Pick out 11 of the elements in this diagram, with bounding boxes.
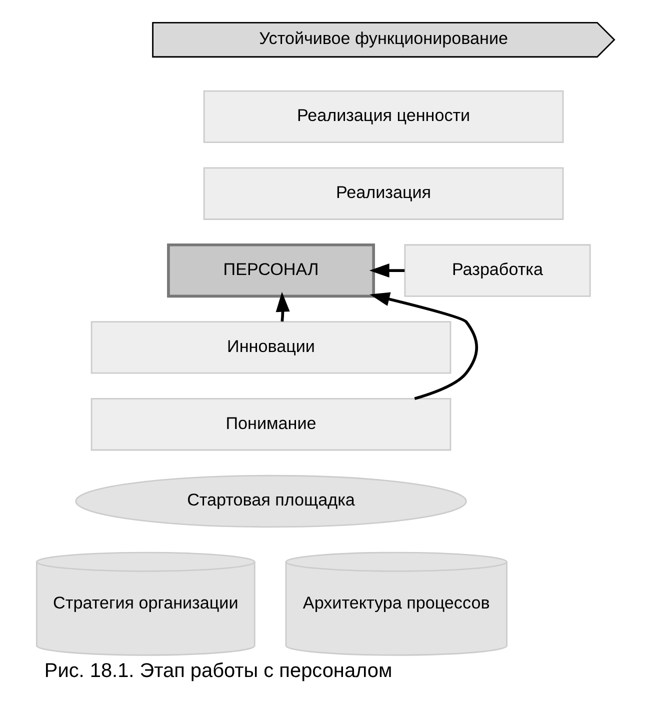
caption: Рис. 18.1. Этап работы с персоналом: [44, 660, 392, 682]
node-box: Понимание: [90, 398, 452, 451]
node-ellipse: Стартовая площадка: [75, 474, 467, 528]
node-box: Реализация ценности: [203, 90, 564, 144]
node-box: Реализация: [203, 167, 564, 220]
node-box: Разработка: [404, 244, 591, 297]
node-box: ПЕРСОНАЛ: [167, 243, 375, 298]
arrow: [276, 292, 290, 322]
node-box: Инновации: [90, 321, 452, 374]
arrow: [369, 264, 405, 278]
arrow: [370, 292, 478, 400]
